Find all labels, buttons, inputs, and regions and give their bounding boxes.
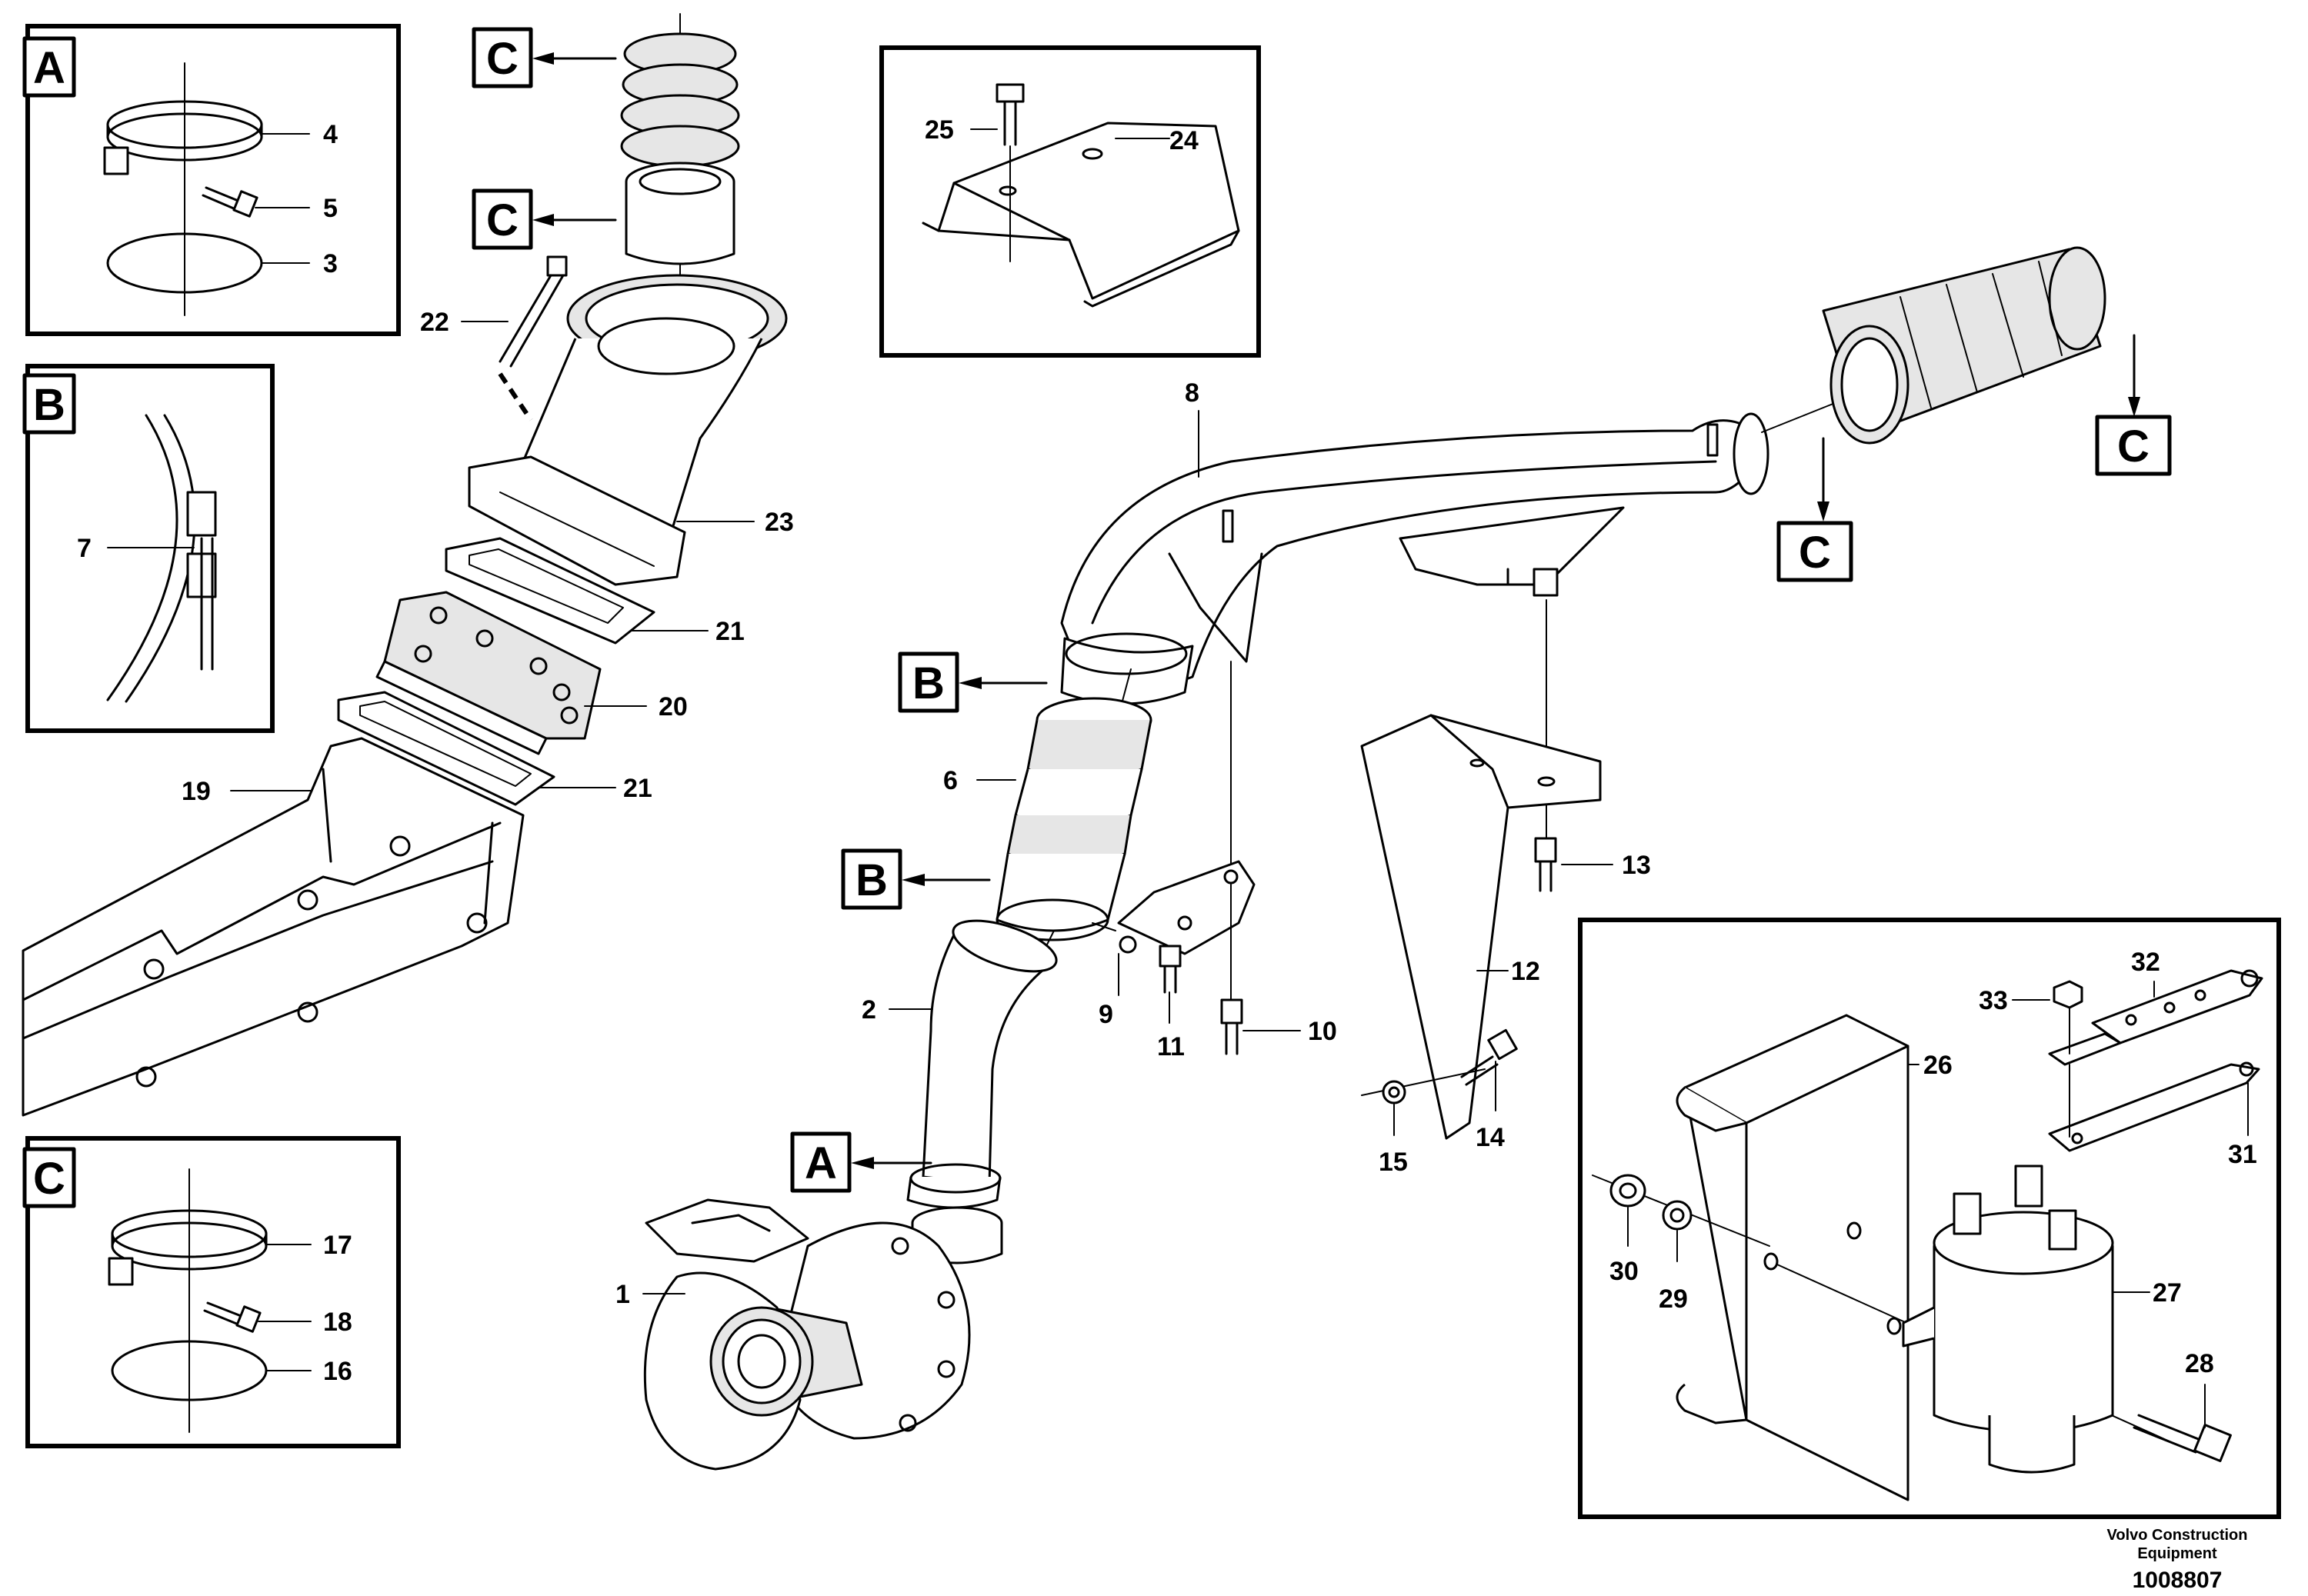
callout-33: 33 (1979, 986, 2008, 1015)
drawing-number: 1008807 (2133, 1568, 2223, 1593)
bolt-icon-c (203, 1301, 262, 1333)
callout-30: 30 (1609, 1257, 1639, 1286)
brand-line-1: Volvo Construction (2107, 1527, 2248, 1544)
callout-13: 13 (1622, 851, 1651, 880)
callout-24: 24 (1169, 126, 1199, 155)
callout-3: 3 (323, 249, 338, 278)
callout-23: 23 (765, 508, 794, 537)
gasket-upper-icon (445, 537, 655, 645)
ref-a: A (790, 1131, 932, 1193)
heat-shield-icon (375, 591, 602, 755)
ref-letter-c-2: C (486, 195, 519, 245)
brand-line-2: Equipment (2137, 1545, 2217, 1562)
detail-box-a: A 4 5 3 (22, 24, 401, 336)
callout-21-lower: 21 (623, 774, 652, 803)
callout-15: 15 (1379, 1148, 1408, 1177)
hose-top-icon (620, 13, 740, 278)
detail-box-relay: 26 30 29 27 28 (1578, 918, 2281, 1519)
relay-icon (1776, 1165, 2170, 1474)
long-bolt-icon (498, 255, 568, 421)
clamp-icon (103, 100, 263, 175)
callout-20: 20 (659, 692, 688, 721)
bolt-icon (202, 186, 258, 218)
small-bracket-icon (1092, 661, 1256, 1055)
ref-letter-a: A (805, 1138, 837, 1188)
cap-screw-icon (2133, 1414, 2232, 1462)
callout-2: 2 (862, 995, 876, 1025)
strap-lower-icon (2048, 1061, 2260, 1152)
callout-6: 6 (943, 766, 958, 795)
connector-hose-icon (996, 668, 1152, 978)
footer: Volvo Construction Equipment 1008807 (2107, 1527, 2248, 1593)
callout-18: 18 (323, 1308, 352, 1337)
support-bracket-icon (1360, 599, 1602, 1140)
ref-letter-b-2: B (855, 855, 888, 905)
screw-icon (996, 83, 1025, 146)
gasket-lower-icon (337, 691, 555, 806)
callout-16: 16 (323, 1357, 352, 1386)
detail-letter-b: B (33, 380, 65, 430)
detail-box-c: C 17 18 16 (22, 1136, 401, 1448)
nut-icon (2053, 980, 2083, 1055)
detail-letter-a: A (33, 43, 65, 93)
callout-32: 32 (2131, 948, 2160, 977)
detail-box-b: B 7 (22, 364, 275, 733)
callout-12: 12 (1511, 957, 1540, 986)
hose-right-icon (1761, 246, 2106, 445)
detail-box-bracket: 25 24 (879, 45, 1261, 358)
elbow-pipe-icon (906, 919, 1058, 1209)
callout-21-upper: 21 (715, 617, 745, 646)
ref-c-right: C C (1776, 334, 2172, 582)
clamp-section-icon (106, 414, 217, 703)
callout-7: 7 (77, 534, 92, 563)
mounting-plate-icon (1676, 1014, 1909, 1501)
callout-11: 11 (1157, 1032, 1185, 1061)
callout-28: 28 (2185, 1349, 2214, 1378)
exhaust-manifold-icon (22, 737, 525, 1117)
ref-letter-c-3: C (2117, 421, 2150, 471)
strap-upper-icon (2048, 969, 2263, 1066)
callout-10: 10 (1308, 1017, 1337, 1046)
callout-29: 29 (1659, 1284, 1688, 1314)
callout-26: 26 (1923, 1051, 1953, 1080)
detail-letter-c: C (33, 1154, 65, 1204)
ref-letter-b-1: B (912, 658, 945, 708)
clamp-icon-c (108, 1209, 268, 1286)
ref-letter-c-4: C (1799, 528, 1831, 578)
callout-9: 9 (1099, 1000, 1113, 1029)
turbocharger-icon (643, 1198, 1003, 1471)
callout-25: 25 (925, 115, 954, 145)
ref-c-top: C C (472, 27, 617, 250)
callout-19: 19 (182, 777, 211, 806)
intake-elbow-icon (468, 274, 788, 586)
callout-27: 27 (2153, 1278, 2182, 1308)
washer-icons (1592, 1174, 1770, 1247)
callout-5: 5 (323, 194, 338, 223)
callout-8: 8 (1185, 378, 1199, 408)
intake-pipe-icon (1060, 412, 1769, 705)
callout-22: 22 (420, 308, 449, 337)
bracket-plate-icon (922, 122, 1240, 308)
callout-31: 31 (2228, 1140, 2257, 1169)
callout-14: 14 (1476, 1123, 1505, 1152)
ref-b: B B (841, 651, 1048, 910)
ref-letter-c-1: C (486, 34, 519, 84)
callout-4: 4 (323, 120, 338, 149)
callout-17: 17 (323, 1231, 352, 1260)
callout-1: 1 (615, 1280, 630, 1309)
